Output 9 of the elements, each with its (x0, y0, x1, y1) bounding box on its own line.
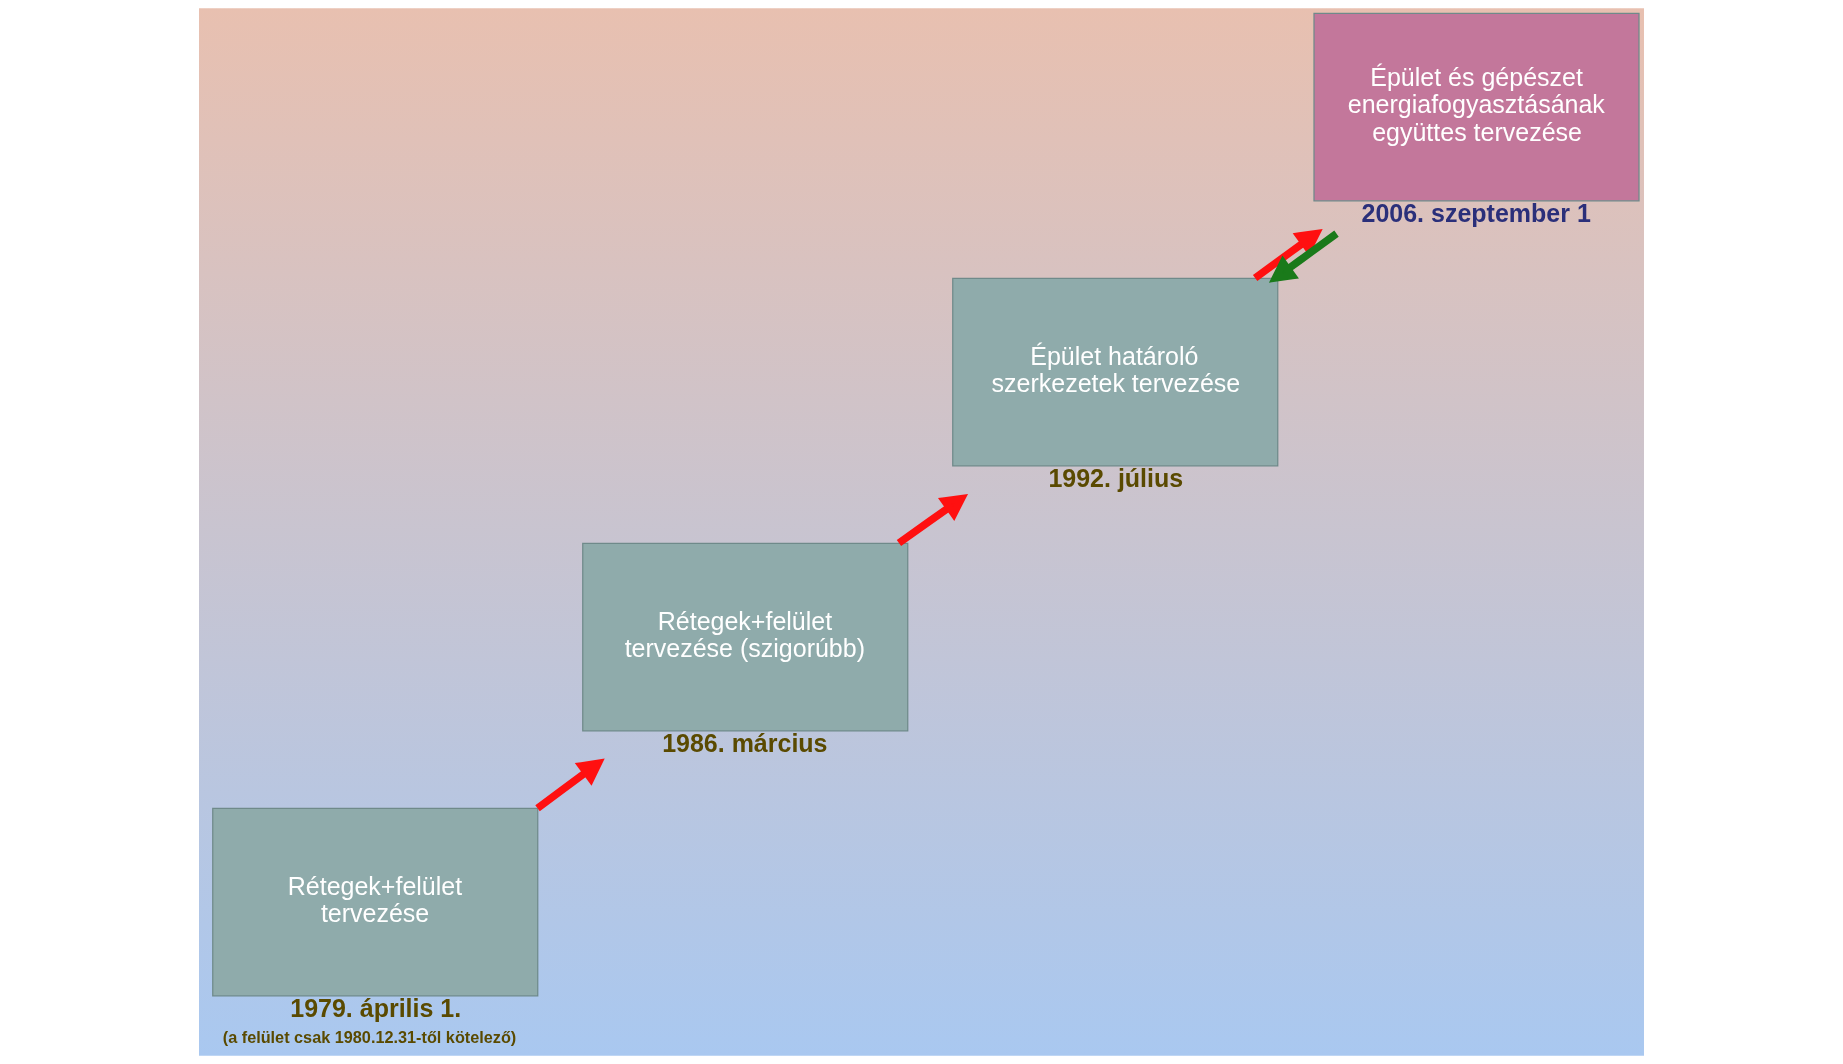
arrow (1252, 228, 1323, 281)
node-label: 2006. szeptember 1 (1361, 199, 1591, 227)
arrow (1268, 230, 1339, 283)
node-label: (a felület csak 1980.12.31-től kötelező) (222, 1027, 517, 1046)
arrow (535, 758, 605, 812)
node-label: 1979. április 1. (290, 994, 462, 1022)
arrow (896, 493, 969, 546)
node-label: 1992. július (1048, 464, 1184, 492)
node-label: 1986. március (662, 729, 828, 757)
